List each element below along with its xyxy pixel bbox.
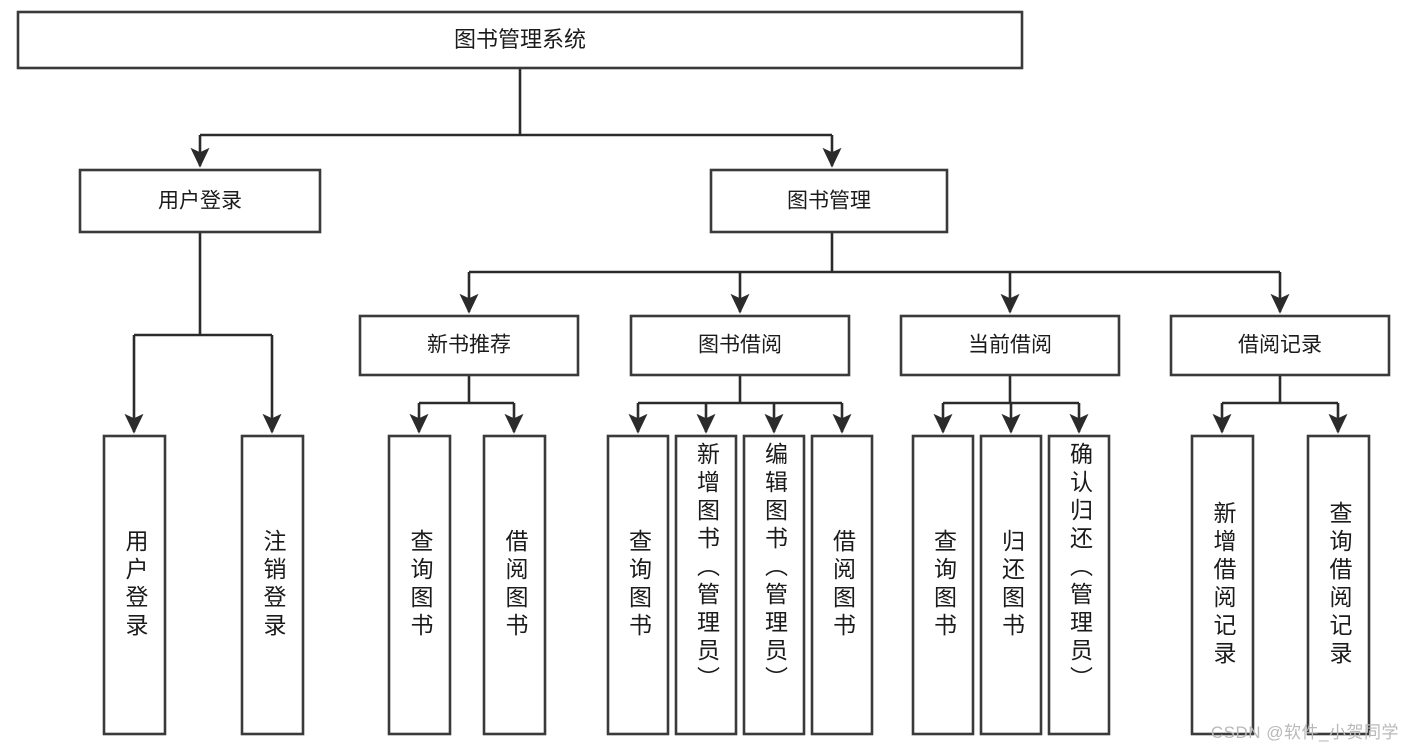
- node-root-rect[interactable]: [16, 10, 1024, 70]
- connector-group-book-borrow-to-leaves: [628, 375, 852, 434]
- csdn-watermark: CSDN @软件_小贺同学: [1210, 723, 1399, 742]
- node-book-manage[interactable]: 图书管理: [709, 168, 949, 234]
- node-leaf-add-book-rect[interactable]: [674, 434, 738, 736]
- node-user-login-rect[interactable]: [78, 168, 322, 234]
- node-book-borrow[interactable]: 图书借阅: [629, 314, 851, 377]
- node-leaf-confirm-return-rect[interactable]: [1047, 434, 1111, 736]
- node-leaf-logout-rect[interactable]: [240, 434, 305, 736]
- connector-group-borrow-record-to-leaves: [1212, 375, 1348, 434]
- node-leaf-query-book-cur-rect[interactable]: [911, 434, 975, 736]
- node-leaf-edit-book-rect[interactable]: [742, 434, 806, 736]
- node-borrow-record-label: 借阅记录: [1238, 334, 1322, 357]
- node-book-borrow-label: 图书借阅: [698, 334, 782, 357]
- node-book-manage-rect[interactable]: [709, 168, 949, 234]
- node-root-label: 图书管理系统: [454, 27, 586, 52]
- connector-group-root-to-level1: [190, 68, 842, 168]
- node-leaf-borrow-book-rect[interactable]: [810, 434, 874, 736]
- node-leaf-query-record-rect[interactable]: [1306, 434, 1371, 736]
- node-new-book-rec-rect[interactable]: [358, 314, 580, 377]
- connector-group-new-book-rec-to-leaves: [409, 375, 524, 434]
- node-leaf-add-record-rect[interactable]: [1190, 434, 1255, 736]
- node-new-book-rec-label: 新书推荐: [427, 334, 511, 357]
- node-book-manage-label: 图书管理: [787, 190, 871, 213]
- node-book-borrow-rect[interactable]: [629, 314, 851, 377]
- node-leaf-query-book-rec-rect[interactable]: [387, 434, 452, 736]
- node-leaf-return-book-rect[interactable]: [979, 434, 1043, 736]
- connector-group-current-borrow-to-leaves: [933, 375, 1089, 434]
- node-current-borrow[interactable]: 当前借阅: [899, 314, 1121, 377]
- leaf-rects: [102, 434, 1371, 736]
- node-root[interactable]: 图书管理系统: [16, 10, 1024, 70]
- node-new-book-rec[interactable]: 新书推荐: [358, 314, 580, 377]
- node-leaf-query-book-borrow-rect[interactable]: [606, 434, 670, 736]
- node-borrow-record-rect[interactable]: [1169, 314, 1391, 377]
- node-current-borrow-rect[interactable]: [899, 314, 1121, 377]
- node-borrow-record[interactable]: 借阅记录: [1169, 314, 1391, 377]
- connector-group-book-manage-to-level2: [459, 232, 1290, 314]
- connector-group-user-login-to-leaves: [124, 232, 282, 434]
- node-user-login[interactable]: 用户登录: [78, 168, 322, 234]
- node-leaf-borrow-book-rec-rect[interactable]: [482, 434, 547, 736]
- node-leaf-user-login-rect[interactable]: [102, 434, 167, 736]
- node-current-borrow-label: 当前借阅: [968, 334, 1052, 357]
- node-user-login-label: 用户登录: [158, 190, 242, 213]
